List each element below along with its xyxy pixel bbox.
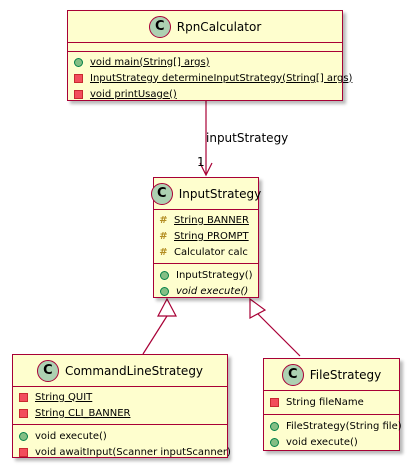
- private-visibility-icon: [19, 392, 28, 402]
- public-visibility-icon: [270, 437, 279, 447]
- class-header: C FileStrategy: [264, 359, 399, 391]
- private-visibility-icon: [74, 73, 83, 83]
- private-visibility-icon: [74, 89, 83, 99]
- method-text: void execute(): [35, 430, 107, 442]
- field-row: String fileName: [269, 394, 394, 410]
- method-row: void printUsage(): [73, 86, 337, 102]
- association-label: inputStrategy: [206, 131, 289, 145]
- field-text: String PROMPT: [174, 230, 249, 242]
- inheritance-arrowhead-right: [249, 297, 267, 319]
- field-text: Calculator calc: [174, 246, 248, 258]
- method-text: InputStrategy(): [176, 269, 253, 281]
- methods-compartment: FileStrategy(String file) void execute(): [264, 415, 402, 453]
- method-text: void execute(): [286, 436, 358, 448]
- field-row: # Calculator calc: [159, 244, 253, 260]
- protected-visibility-icon: #: [159, 246, 168, 258]
- class-header: C InputStrategy: [150, 178, 261, 210]
- public-visibility-icon: [160, 286, 169, 296]
- class-input-strategy: C InputStrategy # String BANNER # String…: [150, 177, 261, 298]
- public-visibility-icon: [74, 57, 83, 67]
- method-text: void execute(): [176, 285, 249, 297]
- protected-visibility-icon: #: [159, 230, 168, 242]
- public-visibility-icon: [19, 431, 28, 441]
- field-text: String fileName: [286, 396, 364, 408]
- field-row: String QUIT: [18, 389, 222, 405]
- class-file-strategy: C FileStrategy String fileName FileStrat…: [263, 358, 402, 453]
- method-row: InputStrategy(): [159, 267, 253, 283]
- method-row: void awaitInput(Scanner inputScanner): [18, 444, 231, 460]
- method-text: void printUsage(): [90, 88, 177, 100]
- methods-compartment: void main(String[] args) InputStrategy d…: [68, 52, 352, 105]
- public-visibility-icon: [270, 421, 279, 431]
- private-visibility-icon: [19, 408, 28, 418]
- fields-compartment: String QUIT String CLI_BANNER: [13, 387, 227, 425]
- field-text: String CLI_BANNER: [35, 407, 131, 419]
- field-row: String CLI_BANNER: [18, 405, 222, 421]
- field-text: String QUIT: [35, 391, 93, 403]
- class-badge-icon: C: [148, 15, 171, 38]
- fields-compartment: String fileName: [264, 391, 399, 415]
- public-visibility-icon: [160, 270, 169, 280]
- class-command-line-strategy: C CommandLineStrategy String QUIT String…: [12, 354, 231, 458]
- class-name: FileStrategy: [309, 367, 382, 382]
- association-multiplicity: 1: [197, 155, 205, 169]
- methods-compartment: void execute() void awaitInput(Scanner i…: [13, 425, 231, 463]
- association-arrowhead: [199, 162, 213, 177]
- method-row: void main(String[] args): [73, 54, 337, 70]
- inheritance-line-right: [257, 313, 301, 357]
- class-header: C CommandLineStrategy: [13, 355, 227, 387]
- class-badge-icon: C: [281, 363, 304, 386]
- field-text: String BANNER: [174, 214, 249, 226]
- methods-compartment: InputStrategy() void execute(): [154, 264, 258, 302]
- inheritance-line-left: [142, 315, 168, 355]
- method-text: FileStrategy(String file): [286, 420, 402, 432]
- field-row: # String PROMPT: [159, 228, 253, 244]
- method-row: void execute(): [269, 434, 394, 450]
- class-name: CommandLineStrategy: [64, 363, 204, 378]
- method-text: InputStrategy determineInputStrategy(Str…: [90, 72, 353, 84]
- method-text: void awaitInput(Scanner inputScanner): [35, 446, 231, 458]
- method-row: void execute(): [18, 428, 222, 444]
- field-row: # String BANNER: [159, 212, 253, 228]
- method-row: InputStrategy determineInputStrategy(Str…: [73, 70, 352, 86]
- fields-compartment: # String BANNER # String PROMPT # Calcul…: [154, 210, 258, 264]
- method-row: FileStrategy(String file): [269, 418, 402, 434]
- private-visibility-icon: [270, 397, 279, 407]
- class-badge-icon: C: [150, 182, 173, 205]
- fields-compartment: [68, 43, 342, 52]
- class-name: InputStrategy: [178, 186, 262, 201]
- method-text: void main(String[] args): [90, 56, 210, 68]
- private-visibility-icon: [19, 447, 28, 457]
- class-badge-icon: C: [36, 359, 59, 382]
- protected-visibility-icon: #: [159, 214, 168, 226]
- method-row: void execute(): [159, 283, 253, 299]
- class-rpn-calculator: C RpnCalculator void main(String[] args)…: [67, 10, 352, 101]
- class-name: RpnCalculator: [176, 19, 262, 34]
- class-header: C RpnCalculator: [68, 11, 342, 43]
